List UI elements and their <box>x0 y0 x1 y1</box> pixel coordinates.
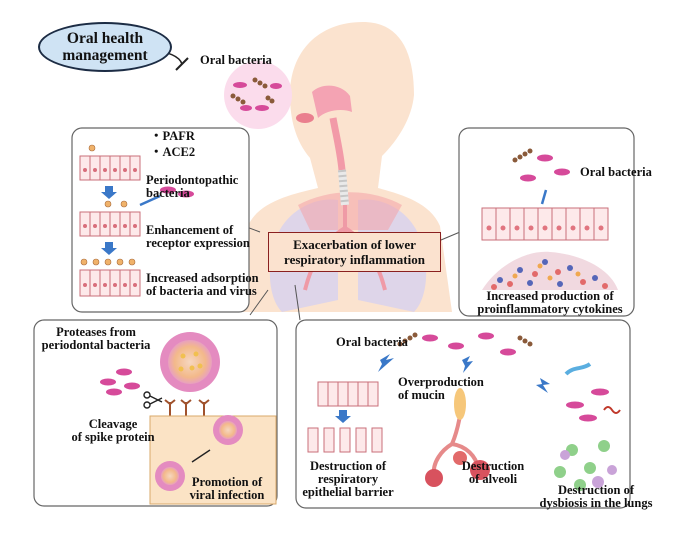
pafr-label: ・PAFR <box>150 129 195 143</box>
proteases-label: Proteases from periodontal bacteria <box>41 325 151 352</box>
enhancement-label: Enhancement of receptor expression <box>146 223 250 250</box>
down-arrow-icon <box>101 186 117 255</box>
oral-bacteria-label-right: Oral bacteria <box>580 165 652 179</box>
virus-small-1 <box>213 415 243 445</box>
alveoli-illustration <box>425 388 490 487</box>
cleavage-label: Cleavage of spike protein <box>71 417 155 444</box>
oral-health-management-oval: Oral health management <box>38 22 172 72</box>
destruction-epithelial-label: Destruction of respiratory epithelial ba… <box>302 459 394 499</box>
lightning-arrow-icon <box>378 354 550 393</box>
exacerbation-box: Exacerbation of lower respiratory inflam… <box>268 232 441 272</box>
cell-rows-receptor <box>79 155 141 297</box>
promotion-label: Promotion of viral infection <box>189 475 265 502</box>
virus-large <box>160 332 220 392</box>
oral-bacteria-cloud <box>224 61 292 129</box>
oral-bacteria-label-top: Oral bacteria <box>200 53 272 67</box>
destruction-alveoli-label: Destruction of alveoli <box>461 459 525 486</box>
scissors-icon <box>143 391 163 409</box>
ace2-label: ・ACE2 <box>150 145 196 159</box>
oral-health-management-label: Oral health management <box>62 30 148 64</box>
oral-bacteria-label-bottom: Oral bacteria <box>336 335 408 349</box>
exacerbation-label: Exacerbation of lower respiratory inflam… <box>284 237 425 267</box>
increased-adsorption-label: Increased adsorption of bacteria and vir… <box>146 271 259 298</box>
overproduction-label: Overproduction of mucin <box>398 375 484 402</box>
cytokines-label: Increased production of proinflammatory … <box>477 289 623 316</box>
receptors <box>164 399 210 416</box>
cytokine-pile <box>482 251 618 290</box>
virus-small-2 <box>155 461 185 491</box>
dysbiosis-cluster <box>554 362 621 491</box>
destruction-dysbiosis-label: Destruction of dysbiosis in the lungs <box>539 483 653 510</box>
periodontopathic-label: Periodontopathic bacteria <box>146 173 239 200</box>
